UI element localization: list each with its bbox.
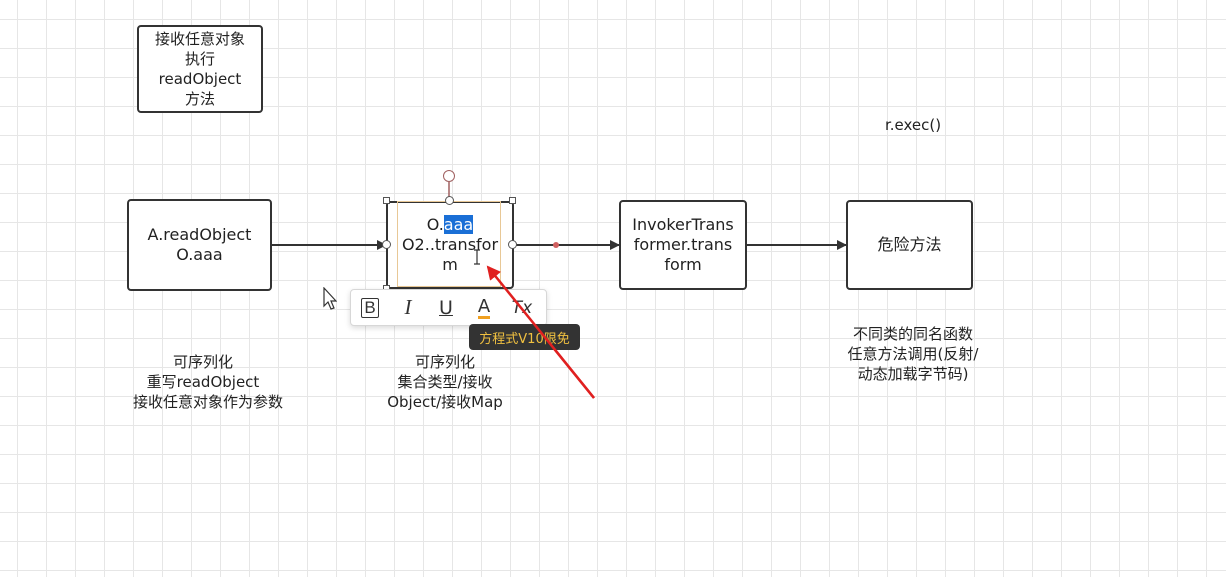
connection-handle-e[interactable]	[508, 240, 517, 249]
node-a-line-2: O.aaa	[176, 245, 223, 264]
bold-icon: B	[361, 297, 379, 318]
node-invokertransformer[interactable]: InvokerTrans former.trans form	[619, 200, 747, 290]
mouse-pointer-icon	[323, 287, 337, 310]
label-under-a-line-1: 可序列化	[172, 353, 233, 371]
resize-handle-n[interactable]	[445, 196, 454, 205]
resize-handle-ne[interactable]	[509, 197, 516, 204]
top-note-line-1: 接收任意对象	[154, 30, 245, 48]
node-o-line-1-prefix: O.	[426, 215, 444, 234]
label-under-danger-line-1: 不同类的同名函数	[852, 325, 973, 343]
text-selection[interactable]: aaa	[443, 215, 474, 234]
label-under-a[interactable]: 可序列化 重写readObject 接收任意对象作为参数	[133, 352, 284, 412]
text-cursor-icon	[474, 249, 480, 265]
promo-tooltip-text: 方程式V10限免	[479, 331, 570, 347]
label-rexec[interactable]: r.exec()	[863, 115, 963, 135]
label-under-o-line-3: Object/接收Map	[387, 393, 503, 411]
bold-button[interactable]: B	[351, 289, 389, 326]
top-note-line-4: 方法	[184, 90, 215, 108]
text-edit-frame	[397, 201, 501, 287]
italic-icon: I	[404, 295, 412, 319]
node-o-line-2: O2..transfor	[401, 235, 499, 254]
top-note-line-2: 执行	[184, 50, 215, 68]
top-note-line-3: readObject	[158, 70, 242, 88]
node-o-line-3: m	[442, 255, 458, 274]
node-invoker-line-2: former.trans	[633, 235, 733, 254]
label-under-danger[interactable]: 不同类的同名函数 任意方法调用(反射/ 动态加载字节码)	[838, 324, 988, 384]
node-danger-line-1: 危险方法	[877, 235, 942, 254]
edge-midpoint-handle[interactable]	[553, 242, 559, 248]
italic-button[interactable]: I	[389, 289, 427, 326]
node-danger-method[interactable]: 危险方法	[846, 200, 973, 290]
promo-tooltip: 方程式V10限免	[469, 324, 580, 350]
node-o-line-1: O.aaa	[426, 215, 474, 235]
underline-icon: U	[439, 296, 453, 319]
node-invoker-line-1: InvokerTrans	[632, 215, 734, 234]
rotate-handle[interactable]	[443, 170, 455, 182]
node-a-line-1: A.readObject	[147, 225, 252, 244]
underline-button[interactable]: U	[427, 289, 465, 326]
clear-format-button[interactable]: Tx	[503, 289, 541, 326]
label-under-o-line-1: 可序列化	[414, 353, 475, 371]
clear-format-icon: Tx	[511, 297, 533, 318]
text-format-toolbar: B I U A Tx	[350, 289, 547, 326]
top-note-box[interactable]: 接收任意对象 执行 readObject 方法	[137, 25, 263, 113]
label-under-a-line-2: 重写readObject	[146, 373, 260, 391]
font-color-icon: A	[477, 295, 491, 319]
node-invoker-line-3: form	[664, 255, 702, 274]
label-under-o-line-2: 集合类型/接收	[397, 373, 493, 391]
label-under-o[interactable]: 可序列化 集合类型/接收 Object/接收Map	[375, 352, 515, 412]
resize-handle-nw[interactable]	[383, 197, 390, 204]
label-under-a-line-3: 接收任意对象作为参数	[133, 393, 284, 411]
label-rexec-text: r.exec()	[884, 116, 942, 134]
node-a-readobject[interactable]: A.readObject O.aaa	[127, 199, 272, 291]
label-under-danger-line-3: 动态加载字节码)	[857, 365, 969, 383]
connection-handle-w[interactable]	[382, 240, 391, 249]
font-color-button[interactable]: A	[465, 289, 503, 326]
label-under-danger-line-2: 任意方法调用(反射/	[847, 345, 979, 363]
